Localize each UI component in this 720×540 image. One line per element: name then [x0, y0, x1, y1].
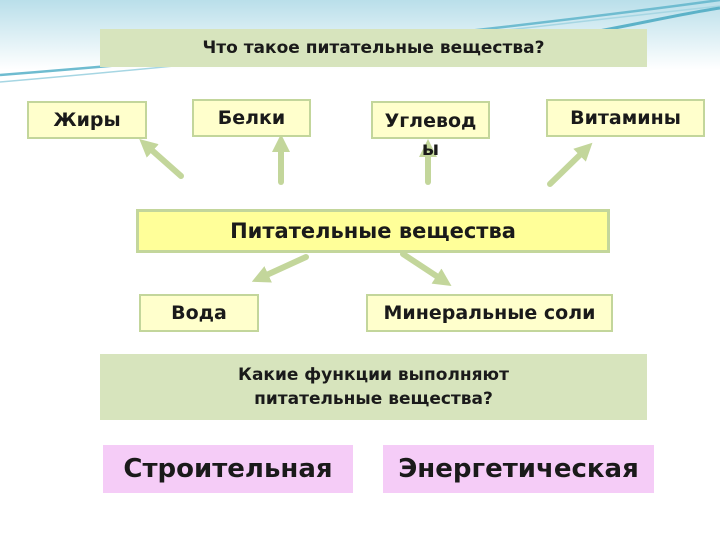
node-proteins-label: Белки: [217, 107, 286, 129]
node-center: Питательные вещества: [136, 209, 610, 253]
node-water-label: Вода: [171, 302, 227, 324]
node-center-label: Питательные вещества: [230, 219, 516, 243]
arrow-to-minerals: [400, 251, 452, 286]
node-water: Вода: [139, 294, 259, 332]
question-bottom-line2: питательные вещества?: [254, 389, 493, 409]
node-fats: Жиры: [27, 101, 147, 139]
node-vitamins: Витамины: [546, 99, 705, 137]
node-minerals: Минеральные соли: [366, 294, 613, 332]
function-energy: Энергетическая: [383, 445, 654, 493]
function-building-label: Строительная: [123, 454, 333, 484]
question-top: Что такое питательные вещества?: [100, 29, 647, 67]
function-energy-label: Энергетическая: [398, 454, 639, 484]
arrow-to-fats: [139, 139, 184, 179]
question-bottom-line1: Какие функции выполняют: [238, 365, 509, 385]
function-building: Строительная: [103, 445, 353, 493]
node-carbs: Углевод ы: [371, 101, 490, 160]
question-bottom: Какие функции выполняют питательные веще…: [100, 354, 647, 420]
node-minerals-label: Минеральные соли: [383, 302, 596, 324]
node-proteins: Белки: [192, 99, 311, 137]
node-vitamins-label: Витамины: [570, 107, 681, 129]
node-carbs-label: Углевод ы: [384, 110, 477, 160]
arrow-to-vitamins: [547, 142, 593, 187]
node-fats-label: Жиры: [53, 109, 121, 131]
question-top-text: Что такое питательные вещества?: [202, 38, 545, 58]
arrow-to-water: [251, 254, 309, 283]
